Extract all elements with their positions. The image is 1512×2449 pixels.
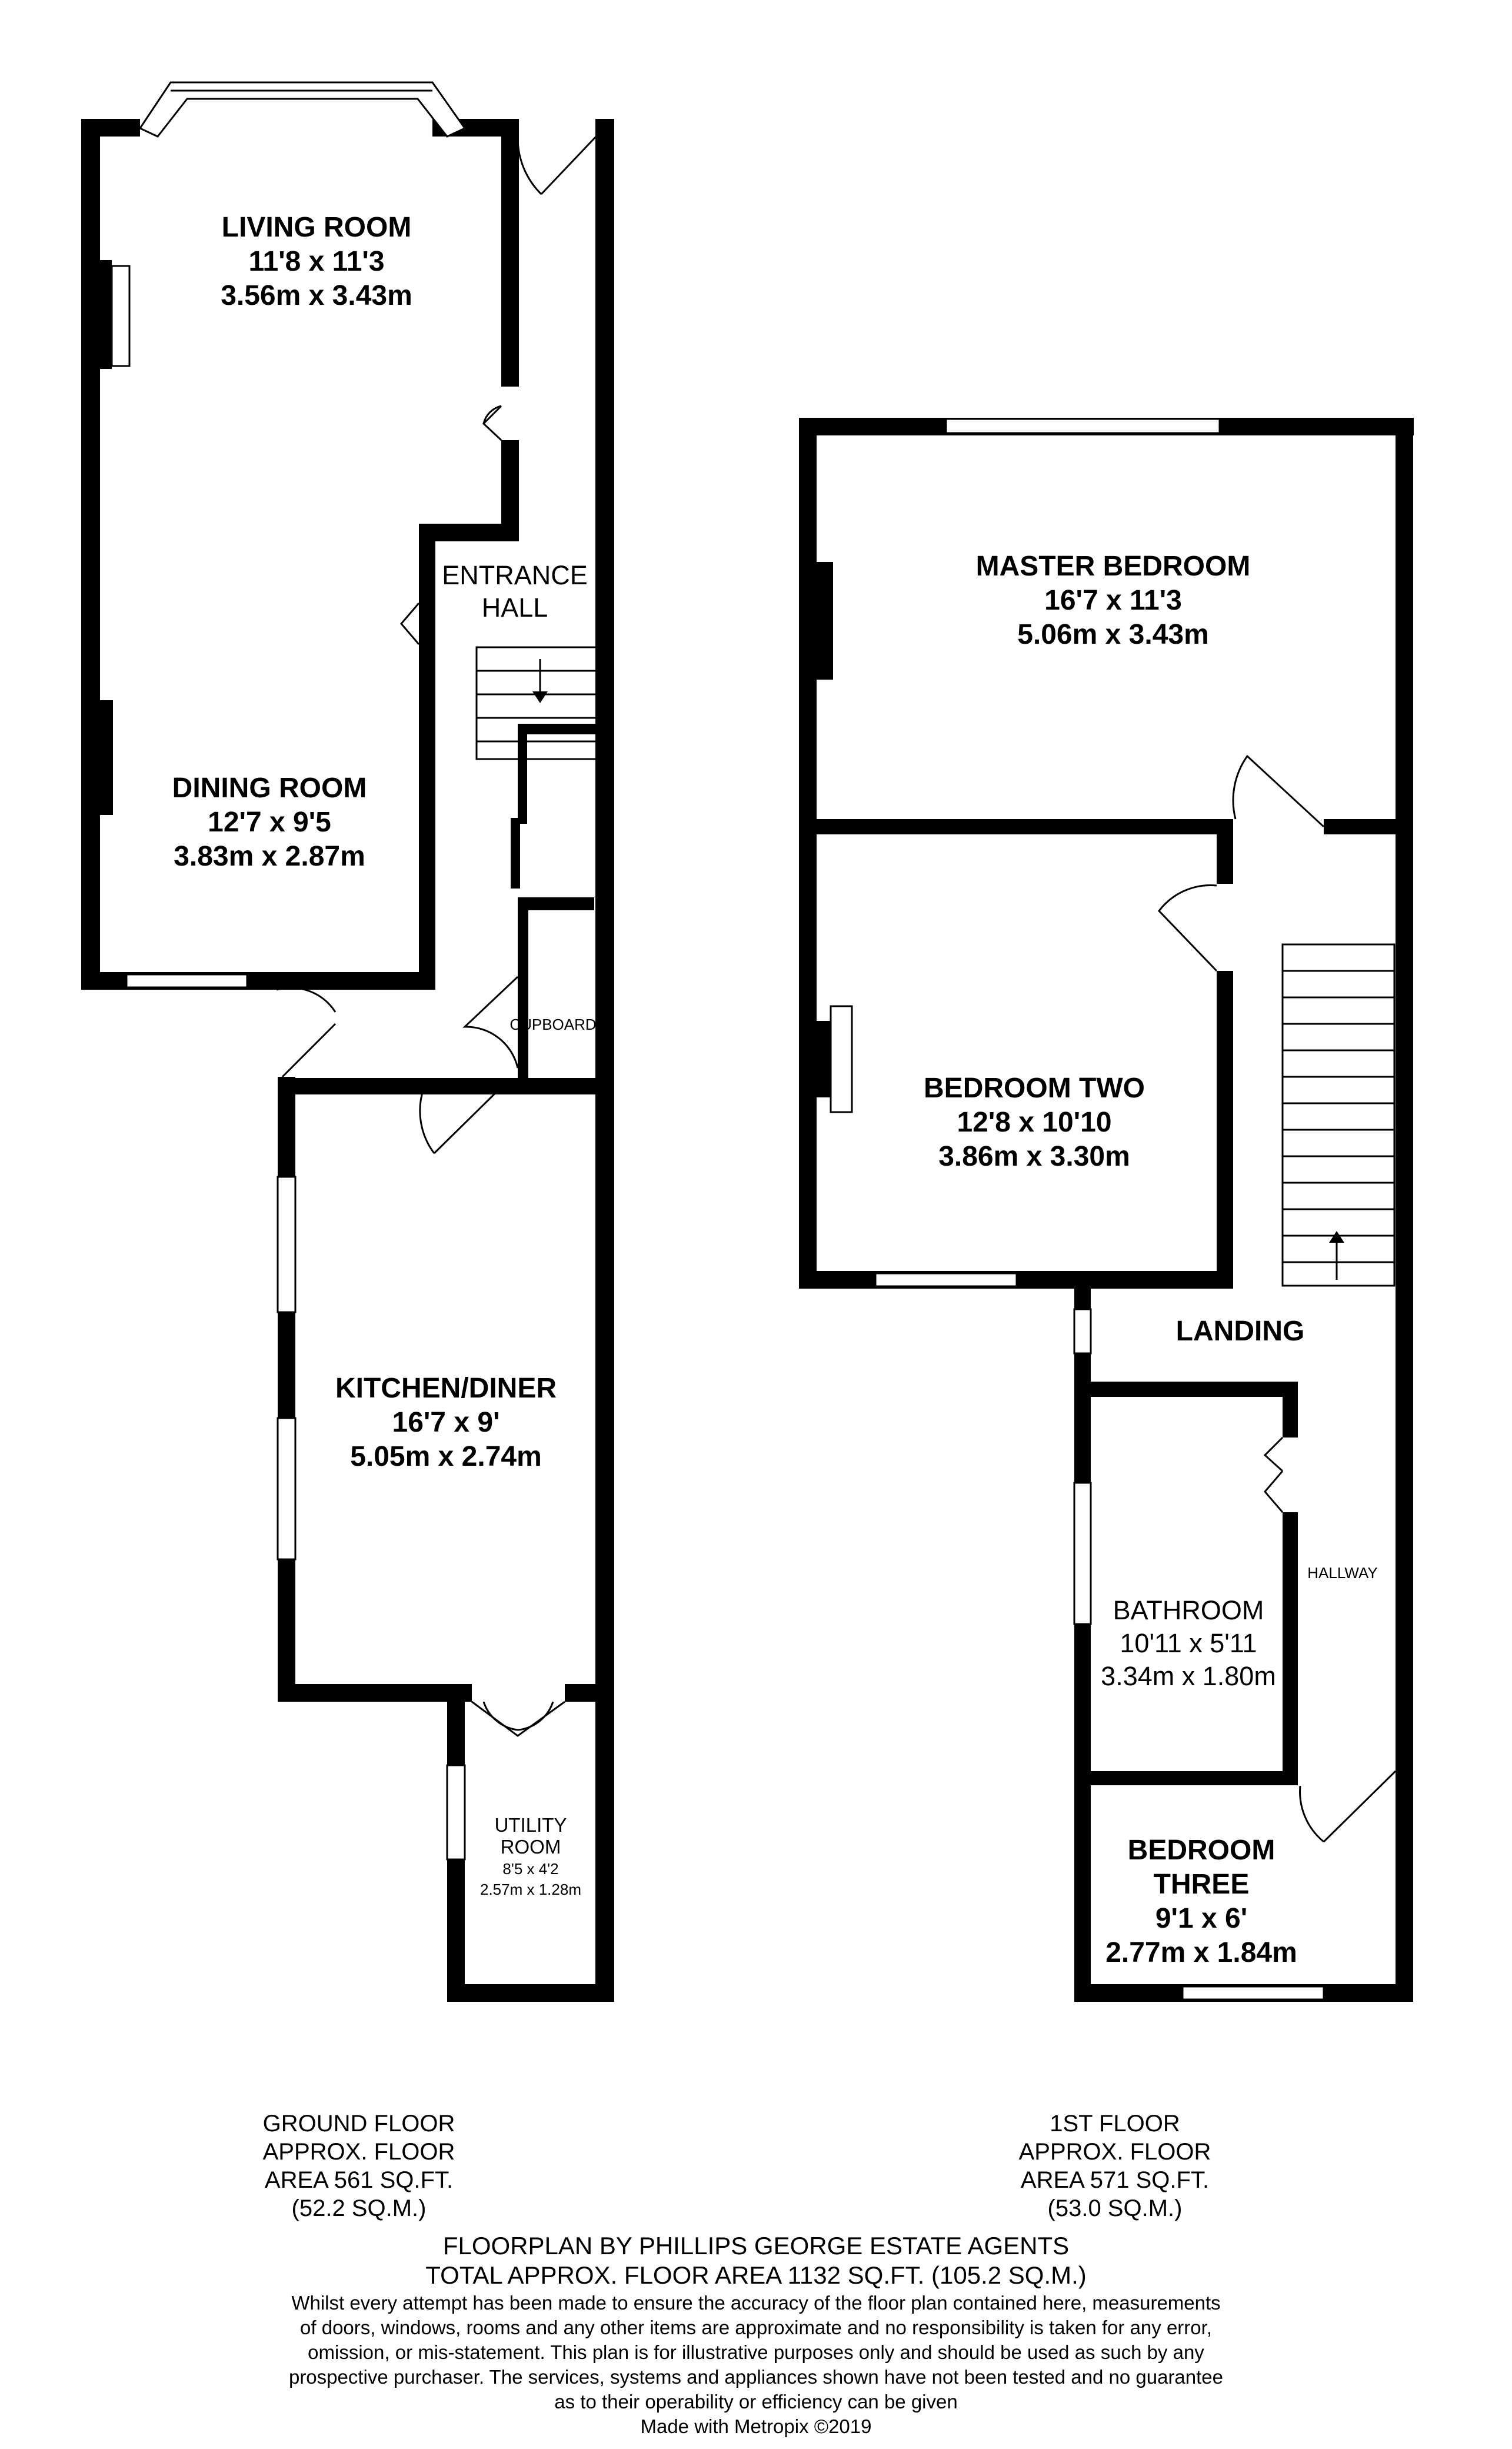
master-bedroom-metric: 5.06m x 3.43m bbox=[1017, 619, 1209, 650]
ground-summary-line3: AREA 561 SQ.FT. bbox=[264, 2167, 454, 2193]
entrance-hall-line2: HALL bbox=[482, 593, 548, 623]
east-wall bbox=[595, 119, 614, 2002]
first-summary-line2: APPROX. FLOOR bbox=[1018, 2139, 1211, 2165]
disclaimer-line4: prospective purchaser. The services, sys… bbox=[288, 2366, 1224, 2388]
master-bedroom-name: MASTER BEDROOM bbox=[976, 551, 1251, 582]
bathroom-window bbox=[1073, 1482, 1092, 1625]
bedroom-two-imperial: 12'8 x 10'10 bbox=[957, 1107, 1111, 1138]
bedroom-three-line1: BEDROOM bbox=[1128, 1835, 1275, 1866]
made-with-line: Made with Metropix ©2019 bbox=[640, 2415, 872, 2437]
first-summary-line3: AREA 571 SQ.FT. bbox=[1020, 2167, 1210, 2193]
utility-window bbox=[446, 1764, 466, 1861]
bedroom-two-name: BEDROOM TWO bbox=[924, 1073, 1145, 1104]
bathroom-imperial: 10'11 x 5'11 bbox=[1120, 1628, 1257, 1658]
disclaimer-line2: of doors, windows, rooms and any other i… bbox=[300, 2317, 1212, 2338]
first-summary-line1: 1ST FLOOR bbox=[1050, 2111, 1180, 2137]
landing-label: LANDING bbox=[1176, 1316, 1305, 1347]
bedroom-three-line2: THREE bbox=[1154, 1869, 1250, 1900]
kitchen-diner-name: KITCHEN/DINER bbox=[335, 1373, 557, 1404]
bedroom-three-imperial: 9'1 x 6' bbox=[1155, 1903, 1247, 1934]
disclaimer-line5: as to their operability or efficiency ca… bbox=[554, 2391, 958, 2413]
fireplace bbox=[111, 265, 131, 367]
living-room-name: LIVING ROOM bbox=[222, 212, 412, 243]
living-room-imperial: 11'8 x 11'3 bbox=[248, 246, 384, 277]
first-summary-line4: (53.0 SQ.M.) bbox=[1047, 2195, 1183, 2221]
dining-room-imperial: 12'7 x 9'5 bbox=[208, 807, 331, 838]
disclaimer-line1: Whilst every attempt has been made to en… bbox=[291, 2292, 1221, 2314]
disclaimer-line3: omission, or mis-statement. This plan is… bbox=[308, 2341, 1204, 2363]
ground-floor-plan bbox=[81, 81, 614, 2002]
credit-line: FLOORPLAN BY PHILLIPS GEORGE ESTATE AGEN… bbox=[442, 2232, 1070, 2260]
total-area-line: TOTAL APPROX. FLOOR AREA 1132 SQ.FT. (10… bbox=[425, 2261, 1087, 2289]
first-floor-summary: 1ST FLOOR APPROX. FLOOR AREA 571 SQ.FT. … bbox=[968, 2109, 1262, 2222]
dining-room-metric: 3.83m x 2.87m bbox=[174, 841, 365, 872]
master-window bbox=[945, 418, 1221, 434]
ground-stairs bbox=[475, 646, 598, 760]
bedroom-three-window bbox=[1181, 1985, 1325, 2001]
ground-floor-summary: GROUND FLOOR APPROX. FLOOR AREA 561 SQ.F… bbox=[212, 2109, 506, 2222]
bedroom-two-window bbox=[874, 1272, 1018, 1287]
dining-window bbox=[125, 973, 248, 989]
dining-room-name: DINING ROOM bbox=[172, 773, 367, 804]
landing-window bbox=[1073, 1308, 1092, 1355]
living-room-metric: 3.56m x 3.43m bbox=[221, 280, 412, 311]
first-floor-plan bbox=[799, 418, 1414, 2002]
bathroom-name: BATHROOM bbox=[1113, 1595, 1264, 1625]
ground-summary-line1: GROUND FLOOR bbox=[262, 2111, 455, 2137]
utility-line2: ROOM bbox=[501, 1836, 561, 1858]
utility-imperial: 8'5 x 4'2 bbox=[502, 1860, 558, 1878]
credits: FLOORPLAN BY PHILLIPS GEORGE ESTATE AGEN… bbox=[344, 2231, 1168, 2290]
bedroom-two-metric: 3.86m x 3.30m bbox=[938, 1141, 1130, 1172]
west-wall bbox=[81, 119, 100, 990]
floor-plan-drawing: LIVING ROOM 11'8 x 11'3 3.56m x 3.43m EN… bbox=[81, 81, 1414, 2002]
front-door bbox=[517, 134, 598, 195]
ground-summary-line4: (52.2 SQ.M.) bbox=[291, 2195, 427, 2221]
ground-summary-line2: APPROX. FLOOR bbox=[262, 2139, 455, 2165]
bay-window bbox=[138, 81, 467, 138]
utility-metric: 2.57m x 1.28m bbox=[480, 1881, 581, 1898]
bedroom-three-metric: 2.77m x 1.84m bbox=[1105, 1937, 1297, 1968]
entrance-hall-line1: ENTRANCE bbox=[442, 560, 588, 590]
cupboard-label: CUPBOARD bbox=[509, 1016, 596, 1033]
kitchen-window-1 bbox=[277, 1176, 297, 1313]
first-floor-stairs bbox=[1281, 943, 1396, 1287]
hallway-label: HALLWAY bbox=[1307, 1564, 1377, 1582]
master-bedroom-imperial: 16'7 x 11'3 bbox=[1044, 585, 1182, 616]
disclaimer: Whilst every attempt has been made to en… bbox=[168, 2291, 1344, 2439]
kitchen-diner-metric: 5.05m x 2.74m bbox=[350, 1441, 542, 1472]
bathroom-metric: 3.34m x 1.80m bbox=[1101, 1661, 1276, 1691]
bedroom-two-fireplace bbox=[830, 1005, 853, 1113]
kitchen-window-2 bbox=[277, 1417, 297, 1560]
utility-line1: UTILITY bbox=[495, 1814, 567, 1836]
kitchen-diner-imperial: 16'7 x 9' bbox=[392, 1407, 500, 1438]
